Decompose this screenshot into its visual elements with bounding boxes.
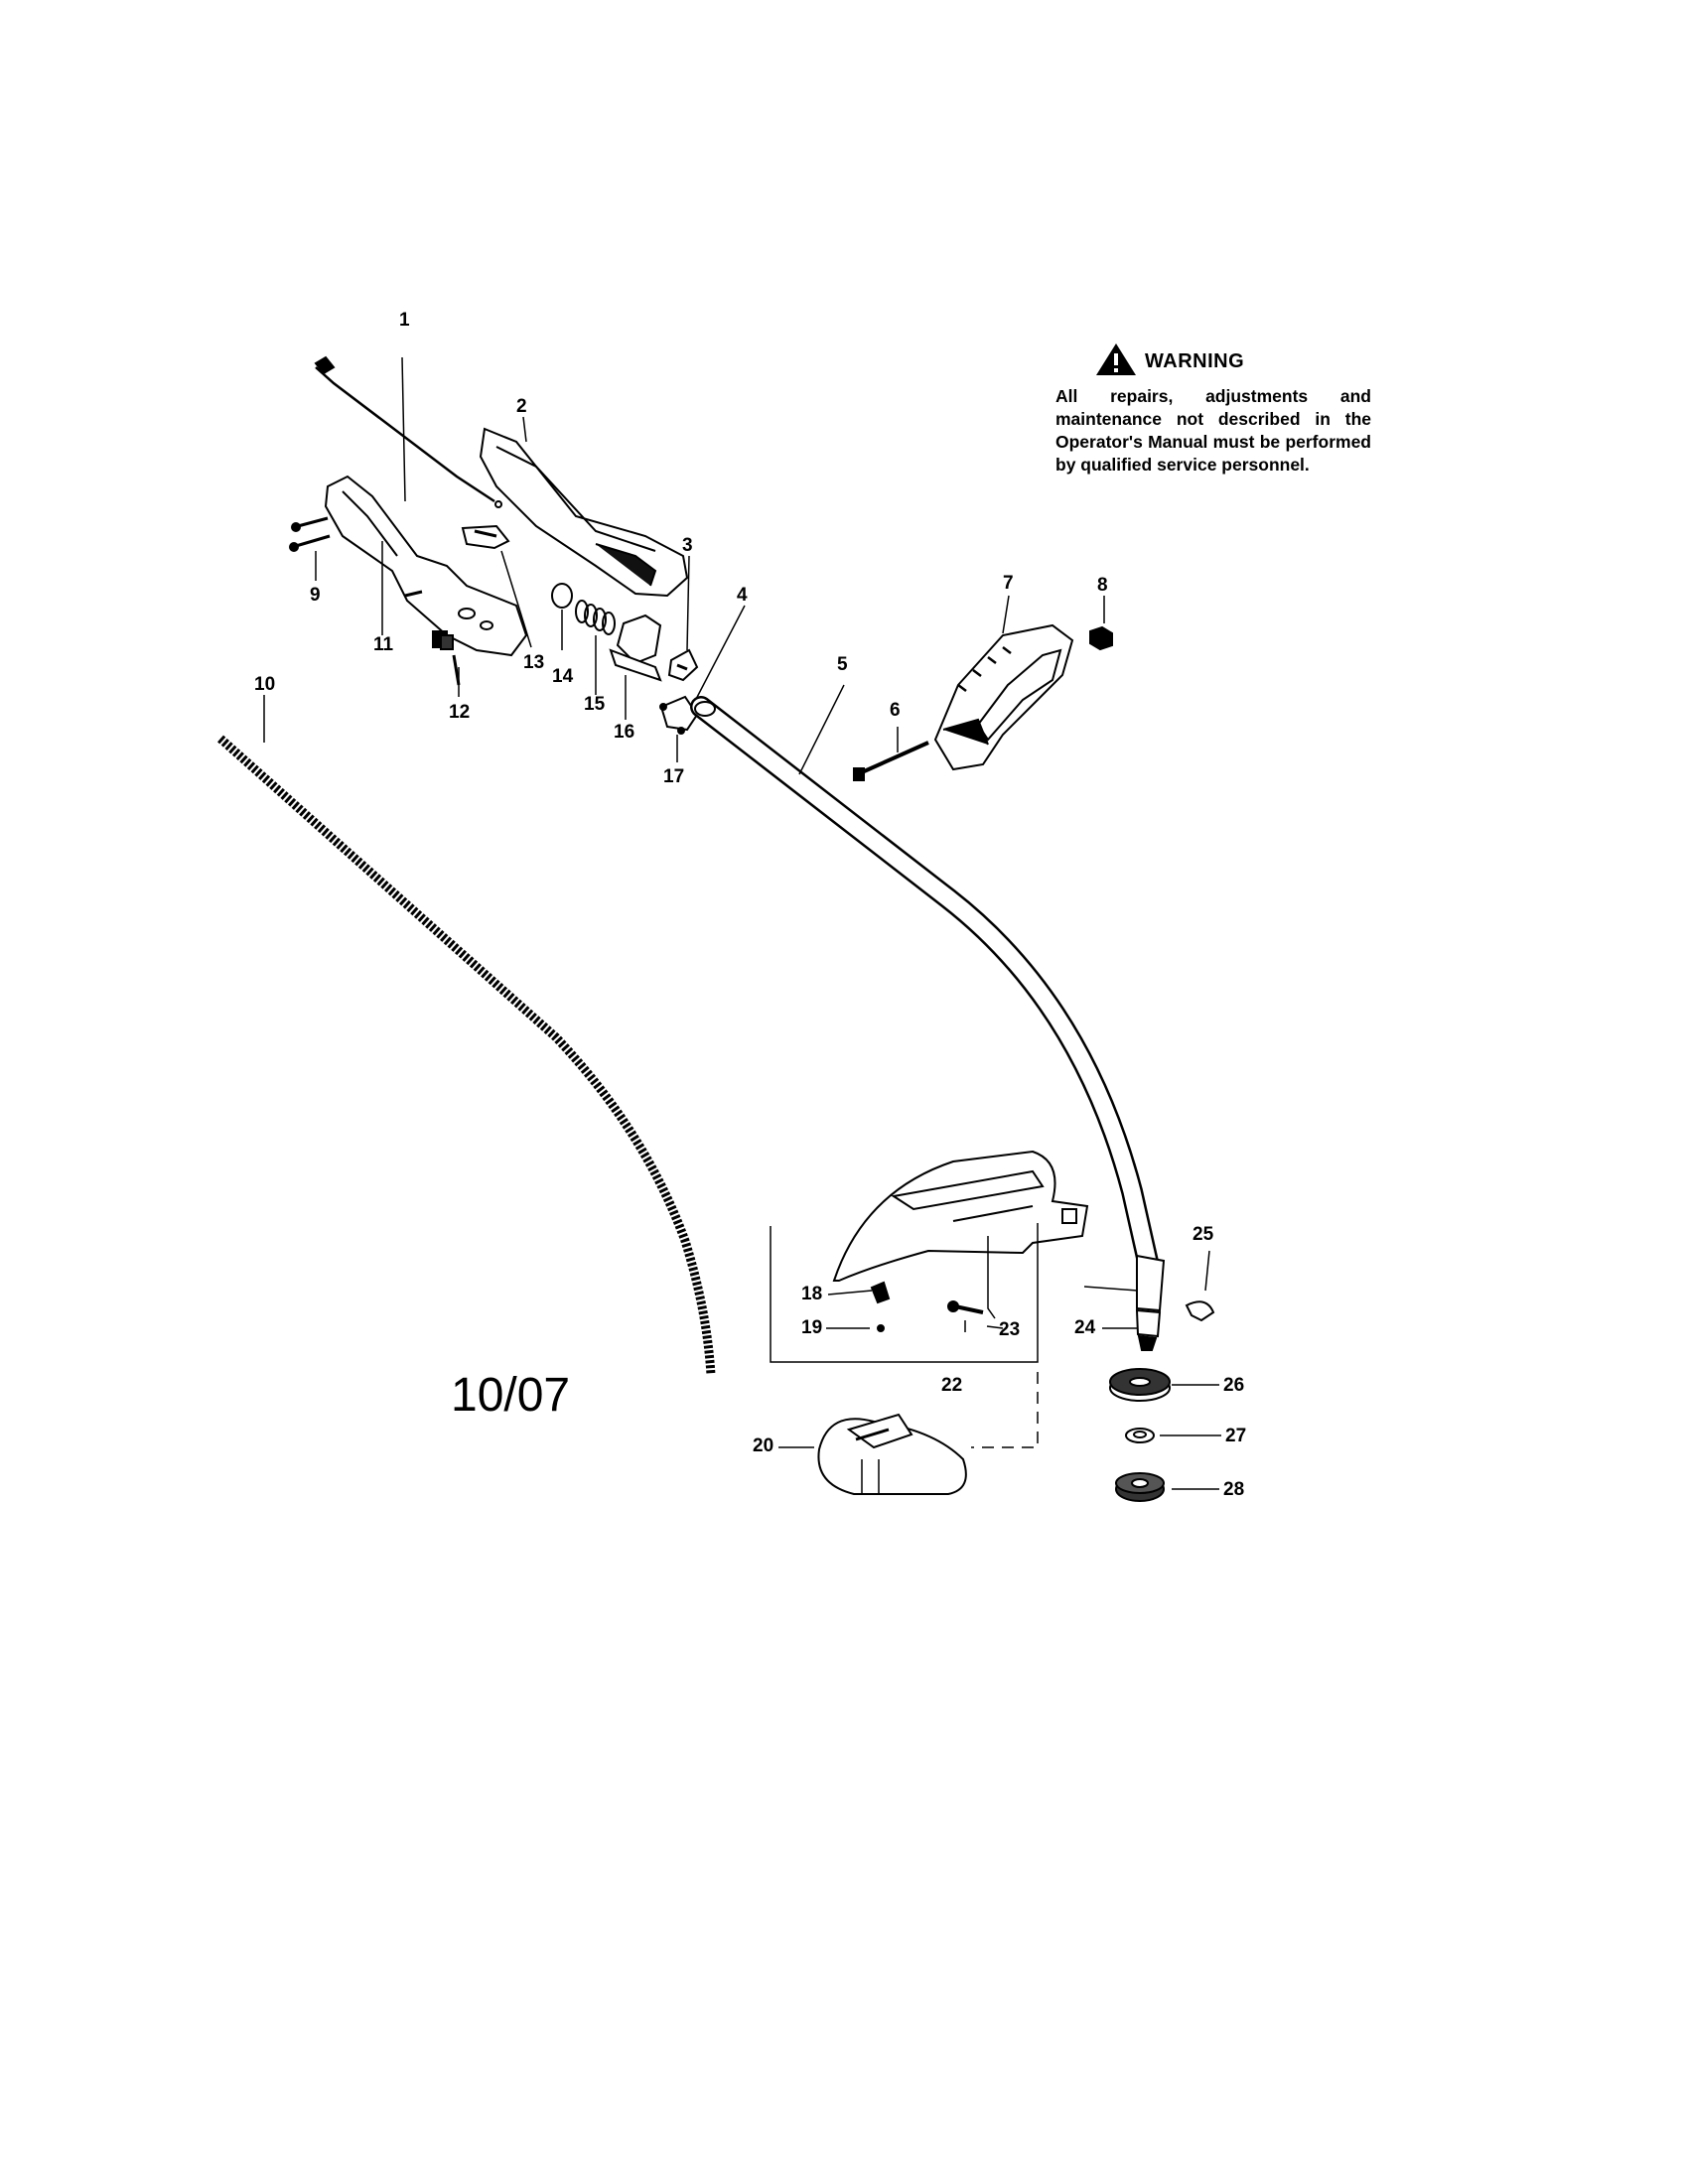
callout-1: 1 xyxy=(399,310,410,331)
callout-19: 19 xyxy=(801,1317,823,1338)
callout-5: 5 xyxy=(837,654,848,675)
part-spring xyxy=(575,600,616,695)
warning-block: WARNING All repairs, adjustments and mai… xyxy=(1055,342,1371,477)
part-throttle-cable xyxy=(314,355,502,508)
part-flexible-drive-shaft xyxy=(217,695,716,1376)
date-stamp: 10/07 xyxy=(451,1369,571,1422)
callout-22: 22 xyxy=(941,1375,963,1396)
part-knob xyxy=(1089,596,1113,651)
part-throttle-lock xyxy=(609,614,662,720)
part-shield xyxy=(832,1150,1089,1282)
warning-triangle-icon xyxy=(1095,342,1137,381)
part-screws-9 xyxy=(289,516,331,581)
part-drive-disc xyxy=(1109,1368,1219,1402)
callout-6: 6 xyxy=(890,700,901,721)
part-clamp-4 xyxy=(659,605,746,762)
part-upper-handle-housing xyxy=(479,416,689,598)
callout-25: 25 xyxy=(1193,1224,1214,1245)
callout-4: 4 xyxy=(737,585,748,606)
callout-28: 28 xyxy=(1223,1479,1245,1500)
part-trigger xyxy=(461,524,532,648)
part-line-cutter xyxy=(778,1372,1039,1495)
callout-11: 11 xyxy=(373,634,394,655)
part-bolt-6 xyxy=(853,727,929,781)
bracket-22 xyxy=(770,1223,1039,1363)
part-drive-shaft-housing xyxy=(690,684,1161,1282)
callout-23: 23 xyxy=(999,1319,1021,1340)
part-clamp-25 xyxy=(1185,1250,1215,1322)
callout-13: 13 xyxy=(523,652,545,673)
part-o-ring xyxy=(551,583,573,609)
callout-20: 20 xyxy=(753,1435,774,1456)
callout-10: 10 xyxy=(254,674,276,695)
callout-7: 7 xyxy=(1003,573,1014,594)
callout-15: 15 xyxy=(584,694,606,715)
part-screw-23 xyxy=(947,1300,1004,1332)
callout-8: 8 xyxy=(1097,575,1108,596)
callout-14: 14 xyxy=(552,666,574,687)
callout-3: 3 xyxy=(682,535,693,556)
callout-17: 17 xyxy=(663,766,685,787)
callout-9: 9 xyxy=(310,585,321,606)
part-washer-27 xyxy=(1125,1428,1221,1443)
callout-16: 16 xyxy=(614,722,635,743)
part-clamp-3 xyxy=(667,555,699,682)
callout-2: 2 xyxy=(516,396,527,417)
part-retainer-18 xyxy=(870,1281,891,1304)
part-gear-head xyxy=(1083,1254,1166,1351)
callout-26: 26 xyxy=(1223,1375,1245,1396)
part-screw-nut-12 xyxy=(404,590,461,697)
callout-12: 12 xyxy=(449,702,471,723)
callout-27: 27 xyxy=(1225,1426,1247,1446)
callout-18: 18 xyxy=(801,1284,823,1304)
part-lower-handle-housing xyxy=(324,475,528,657)
warning-text: All repairs, adjustments and maintenance… xyxy=(1055,386,1371,475)
warning-title: WARNING xyxy=(1145,350,1245,372)
callout-24: 24 xyxy=(1074,1317,1096,1338)
part-assist-handle xyxy=(933,595,1074,771)
part-screw-19 xyxy=(877,1324,885,1332)
part-nut-28 xyxy=(1115,1472,1219,1502)
